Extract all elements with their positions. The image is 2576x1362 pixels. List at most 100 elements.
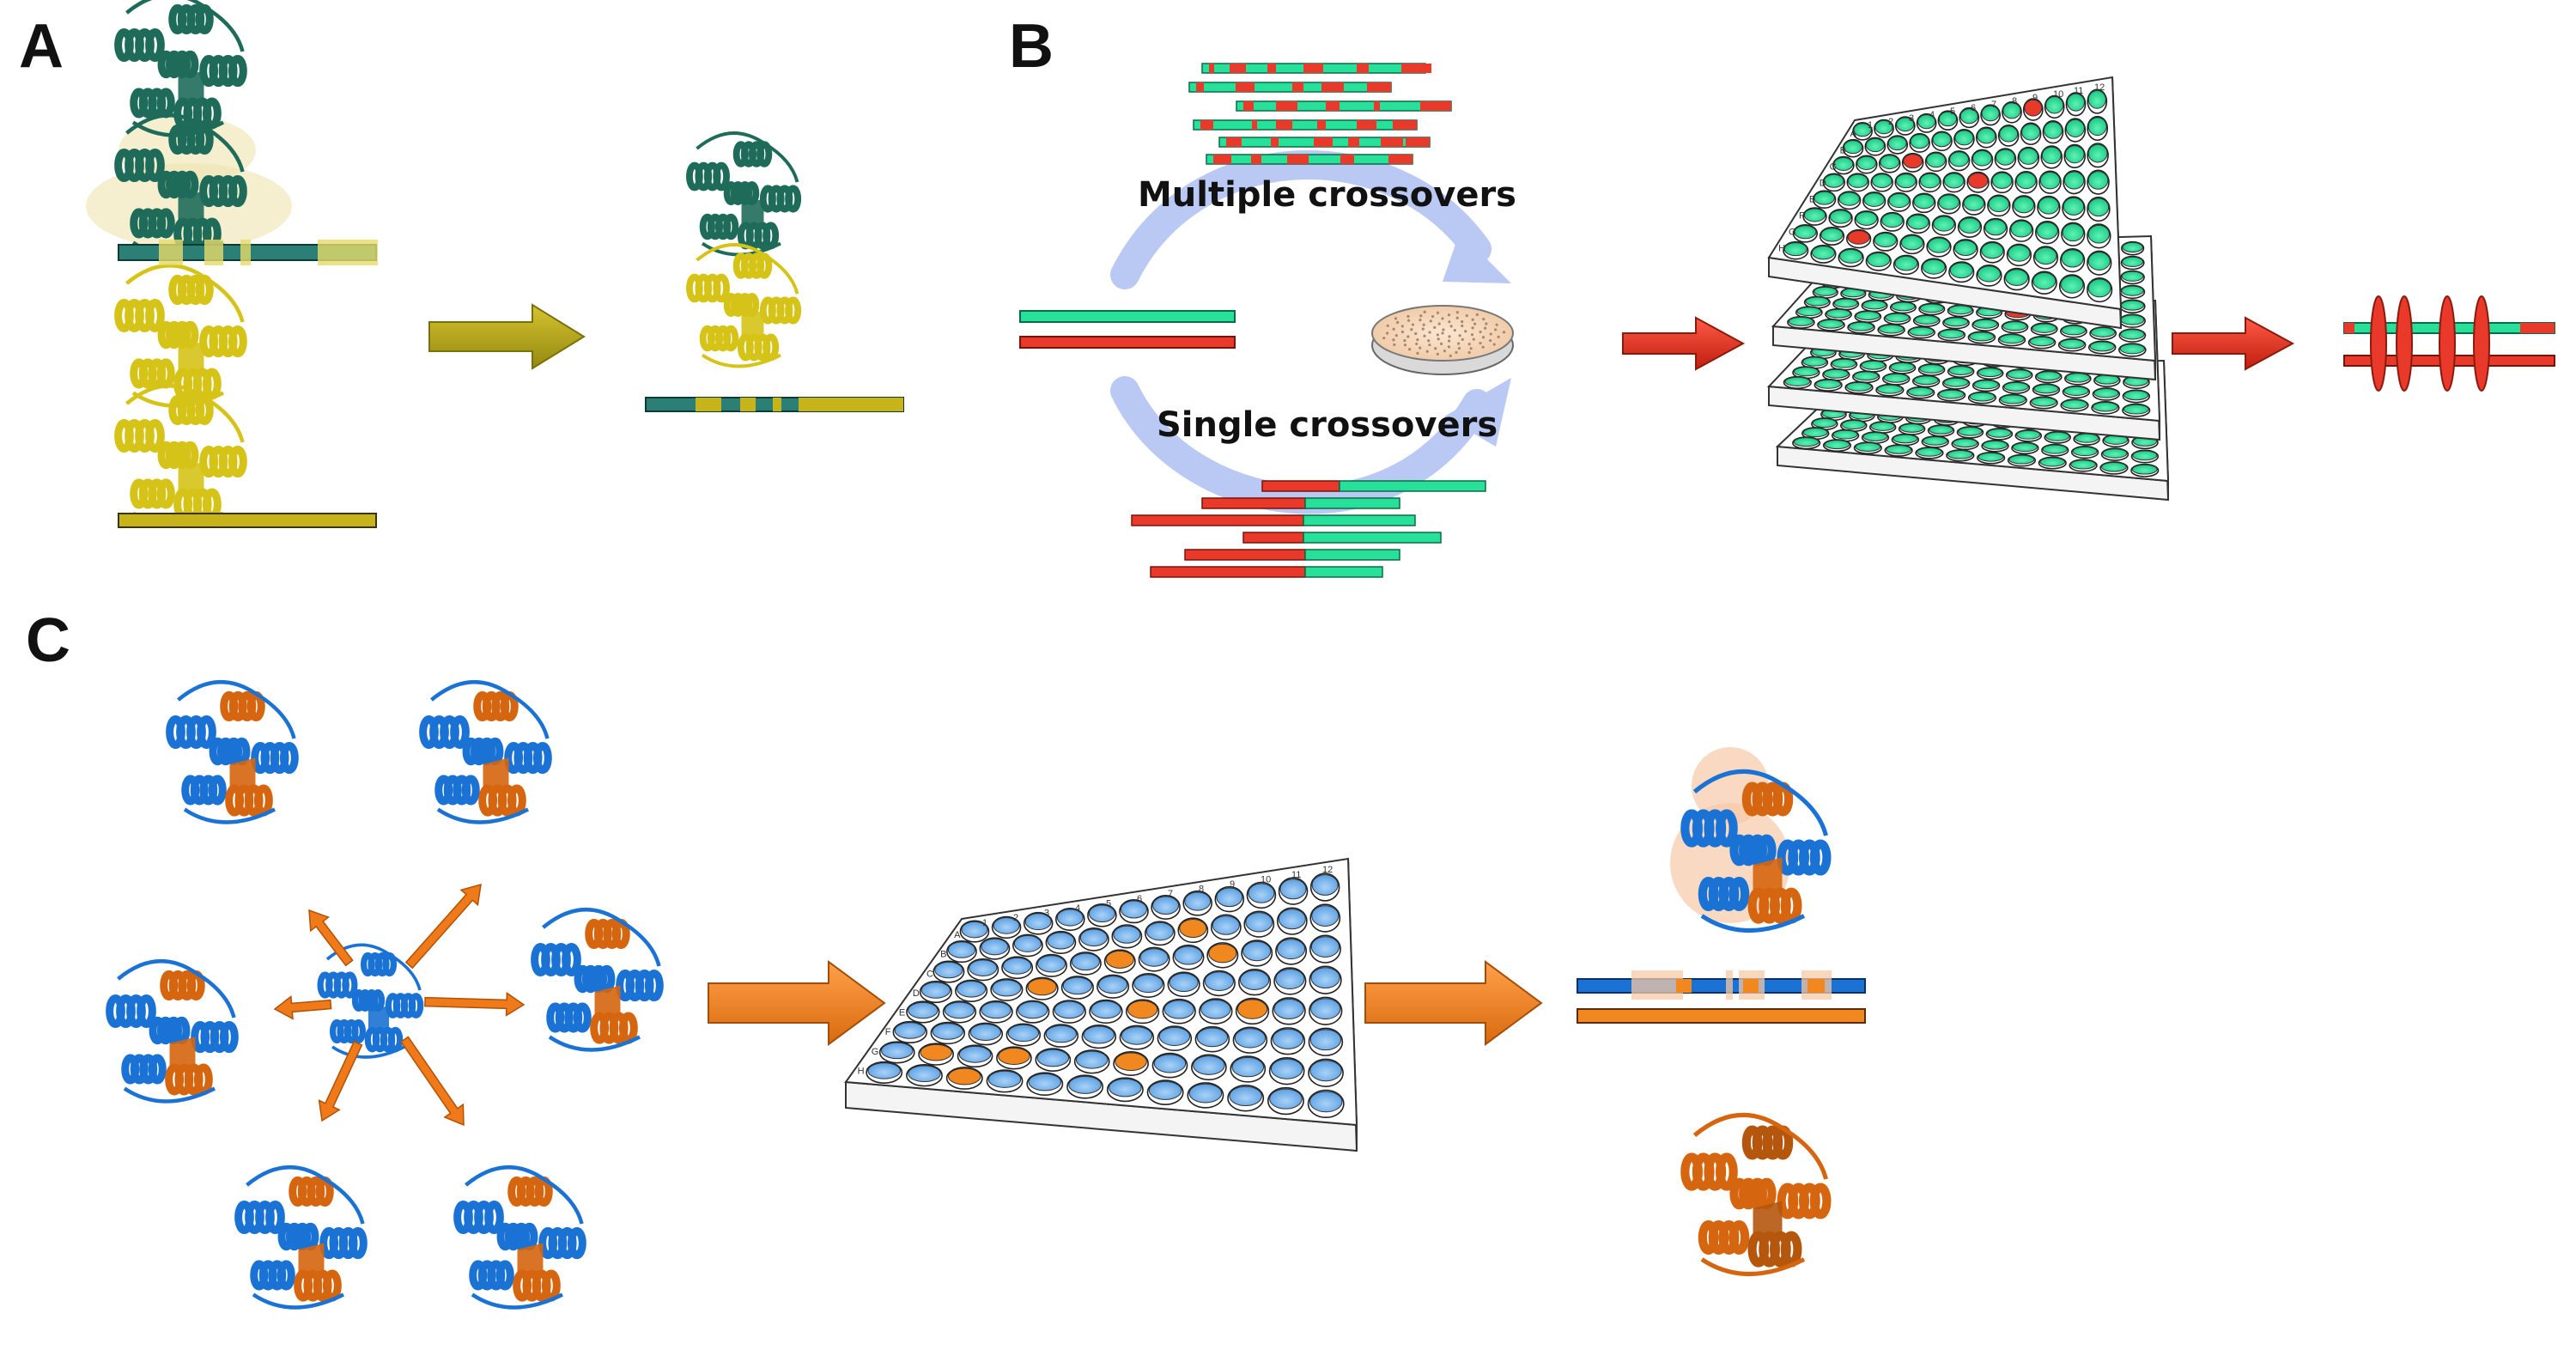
plate-well [2102, 434, 2129, 448]
plate-well [1927, 424, 1955, 437]
plate-well [1814, 378, 1843, 392]
plate-well [1812, 285, 1838, 299]
plate-well [1097, 974, 1130, 999]
plate-well [1864, 137, 1886, 156]
plate-well [1983, 217, 2008, 240]
chimera-bar [645, 397, 904, 412]
plate-well [979, 1000, 1013, 1024]
plate-well [1884, 444, 1913, 457]
plate-well [957, 1044, 993, 1068]
plate-well [1946, 449, 1975, 462]
plate-well [1976, 367, 2004, 380]
plate-well [2002, 380, 2031, 394]
plate-well [1918, 302, 1946, 316]
plate-well [2011, 441, 2039, 455]
plate-row-label: E [899, 1008, 905, 1018]
plate-well [2073, 432, 2100, 446]
curved-arrow-top [1110, 150, 1492, 289]
plate-well [2119, 284, 2146, 300]
plate-well [1783, 240, 1809, 260]
plate-column-label: 2 [1888, 117, 1893, 127]
plate-well [942, 1000, 977, 1024]
plate-well [1810, 244, 1837, 264]
plate-well [1069, 952, 1102, 976]
plate-well [945, 1067, 983, 1090]
plate-well [2062, 385, 2091, 399]
plate-well [1825, 307, 1853, 321]
protein-structure-icon [1680, 769, 1832, 933]
plate-well [2060, 324, 2087, 338]
plate-well [1886, 192, 1911, 212]
plate-well [968, 1022, 1004, 1046]
plate-well [1881, 373, 1911, 386]
plate-well [2017, 146, 2040, 170]
plate-well [1937, 328, 1966, 342]
plate-well [2038, 170, 2062, 194]
plate-well [2093, 374, 2121, 387]
plate-well [1078, 927, 1109, 952]
plate-well [2062, 196, 2086, 221]
plate-well [1948, 261, 1975, 283]
parent-bar-red [1019, 336, 1236, 349]
plate-well [946, 939, 977, 964]
plate-well [2087, 115, 2109, 142]
plate-well [2044, 430, 2072, 444]
plate-well [2087, 143, 2109, 168]
plate-well [1106, 1077, 1144, 1103]
protein-structure-icon [686, 131, 802, 257]
plate-well [2020, 122, 2042, 146]
plate-well [1907, 325, 1936, 339]
plate-well [1852, 370, 1880, 384]
plate-column-label: 10 [1261, 874, 1271, 885]
highlight-bar-segments [159, 240, 378, 265]
plate-well [1997, 333, 2026, 347]
plate-well [2087, 196, 2111, 222]
plate-well [2118, 343, 2147, 357]
plate-well [1073, 1049, 1110, 1074]
plate-well [1144, 921, 1176, 946]
plate-column-label: 10 [2053, 89, 2063, 100]
plate-well [1873, 231, 1899, 252]
plate-well [1822, 173, 1846, 192]
plate-well [1971, 318, 2000, 331]
plate-well [2118, 313, 2146, 328]
plate-well [1921, 258, 1947, 279]
plate-well [2007, 453, 2037, 467]
plate-row-label: F [885, 1027, 891, 1037]
plate-well [1912, 192, 1936, 214]
plate-well [1828, 209, 1853, 228]
plate-well [1162, 998, 1196, 1025]
plate-well [2034, 370, 2063, 384]
plate-well [2121, 240, 2145, 256]
plate-well [1308, 1027, 1344, 1056]
plate-well [1802, 207, 1827, 226]
block-arrow-icon [273, 994, 332, 1020]
plate-well [2087, 277, 2113, 303]
recombinant-bars [2343, 295, 2555, 392]
plate-well [1868, 421, 1897, 434]
multiple-crossover-bars [1188, 63, 1452, 165]
plate-well [2022, 98, 2044, 121]
plate-well [1795, 306, 1823, 319]
plate-column-label: 5 [1950, 106, 1955, 117]
plate-well [1947, 365, 1975, 378]
plate-column-label: 6 [1137, 894, 1142, 904]
plate-well [2005, 368, 2033, 382]
plate-column-label: 7 [1168, 889, 1173, 899]
plate-row-label: H [858, 1066, 865, 1076]
plate-well [1036, 953, 1067, 977]
plate-well [1309, 934, 1341, 964]
plate-well [1967, 391, 1997, 404]
plate-row-label: A [1850, 129, 1856, 139]
plate-well [1307, 1089, 1345, 1119]
block-arrow-icon [1364, 960, 1543, 1046]
plate-well [2037, 195, 2061, 220]
plate-well [1985, 428, 2014, 441]
plate-well [1172, 944, 1205, 970]
plate-well [1889, 301, 1917, 314]
plate-well [1918, 172, 1941, 193]
plate-row-label: B [940, 950, 946, 960]
